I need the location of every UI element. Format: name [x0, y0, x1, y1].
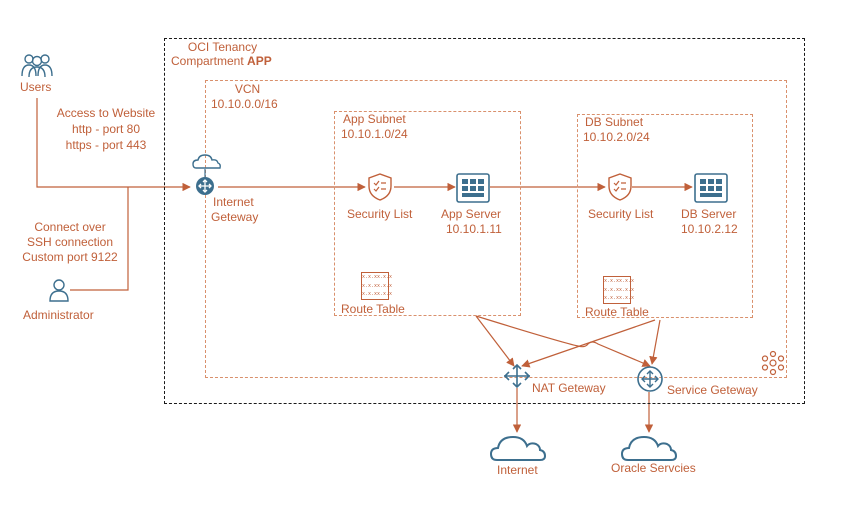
internet-gateway-line2: Geteway	[211, 210, 259, 224]
nat-gateway-icon	[503, 363, 531, 389]
ssh-line1: Connect over	[34, 220, 106, 234]
app-route-table-label: Route Table	[341, 302, 405, 316]
db-server-label: DB Server	[681, 207, 737, 221]
db-server-ip: 10.10.2.12	[681, 222, 738, 236]
db-security-list-label: Security List	[588, 207, 654, 221]
administrator-label: Administrator	[23, 308, 94, 322]
server-icon	[694, 173, 728, 203]
compartment-icon	[761, 350, 785, 376]
compartment-label: Compartment APP	[171, 54, 272, 68]
internet-gateway-icon	[192, 154, 221, 195]
service-gateway-label: Service Geteway	[667, 383, 758, 397]
ssh-line3: Custom port 9122	[22, 250, 118, 264]
service-gateway-icon	[637, 366, 663, 392]
administrator-icon	[49, 279, 69, 302]
admin-connector	[70, 187, 129, 291]
server-icon	[456, 173, 490, 203]
tenancy-boundary	[164, 38, 805, 404]
website-access-line1: Access to Website	[56, 106, 156, 120]
app-server-ip: 10.10.1.11	[446, 222, 502, 236]
db-route-table-label: Route Table	[585, 305, 649, 319]
users-label: Users	[20, 80, 52, 94]
ssh-line2: SSH connection	[26, 235, 114, 249]
apprt-to-nat	[475, 315, 515, 367]
app-security-list-label: Security List	[347, 207, 413, 221]
security-list-icon	[608, 173, 632, 201]
app-subnet-boundary	[334, 111, 521, 316]
internet-label: Internet	[497, 463, 538, 477]
users-connector	[36, 98, 191, 192]
dbrt-to-nat	[521, 319, 656, 368]
internet-gateway-line1: Internet	[213, 195, 254, 209]
website-access-line2: http - port 80	[71, 122, 141, 136]
app-subnet-cidr: 10.10.1.0/24	[341, 127, 408, 141]
users-icon	[21, 54, 53, 78]
oracle-services-label: Oracle Servcies	[611, 461, 696, 475]
website-access-line3: https - port 443	[65, 138, 147, 152]
db-subnet-boundary	[577, 114, 753, 318]
db-subnet-title: DB Subnet	[585, 115, 644, 129]
cloud-icon	[490, 435, 546, 461]
db-subnet-cidr: 10.10.2.0/24	[583, 130, 650, 144]
app-server-label: App Server	[441, 207, 502, 221]
cloud-icon	[621, 435, 677, 461]
vcn-title: VCN	[234, 82, 261, 96]
nat-gateway-label: NAT Geteway	[532, 381, 606, 395]
dbrt-to-sgw	[649, 319, 661, 365]
security-list-icon	[368, 173, 392, 201]
app-subnet-title: App Subnet	[343, 112, 406, 126]
vcn-boundary	[205, 80, 787, 378]
vcn-cidr: 10.10.0.0/16	[211, 97, 278, 111]
tenancy-title: OCI Tenancy	[187, 40, 258, 54]
